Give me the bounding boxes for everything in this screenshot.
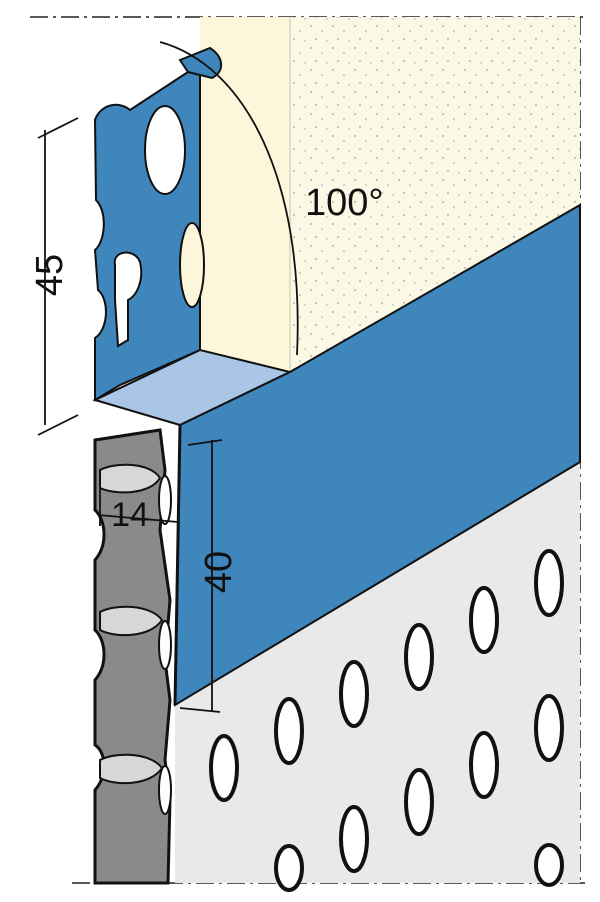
mesh-slot <box>158 620 172 670</box>
mesh-side-slots <box>158 475 172 815</box>
dimension-lines <box>37 41 299 713</box>
dim-14-line <box>97 514 179 523</box>
board-holes <box>209 549 564 892</box>
front-face-edge <box>173 424 182 706</box>
board-hole <box>339 660 369 728</box>
board-hole <box>209 734 239 802</box>
board-hole <box>404 623 434 691</box>
back-plate-hole <box>179 222 205 308</box>
top-lip <box>178 46 223 80</box>
plaster-wall <box>200 17 580 372</box>
perforated-board <box>175 462 580 892</box>
dim-40-tick-bottom <box>179 707 221 713</box>
profile-back-plate <box>93 46 223 402</box>
board-hole <box>469 586 499 654</box>
board-hole <box>274 697 304 765</box>
dim-45-tick-bottom <box>37 414 79 436</box>
board-hole <box>534 694 564 762</box>
mesh-cutout <box>99 605 164 637</box>
mesh-strip <box>93 428 172 885</box>
plaster-speckle <box>290 17 580 372</box>
board-hole <box>339 805 369 873</box>
board-hole <box>534 843 564 887</box>
back-plate-hole <box>144 105 186 195</box>
dim-40-label: 40 <box>198 551 240 593</box>
dim-45-label: 45 <box>29 254 71 296</box>
back-plate-keyhole <box>113 251 143 348</box>
board-hole <box>469 731 499 799</box>
board-hole <box>534 549 564 617</box>
mesh-slot <box>158 765 172 815</box>
mesh-cutout <box>99 463 162 494</box>
angle-label: 100° <box>305 182 384 224</box>
board-hole <box>404 768 434 836</box>
board-hole <box>274 844 304 892</box>
dim-40-tick-top <box>187 439 223 446</box>
plaster-side-face <box>200 17 290 372</box>
dim-14-label: 14 <box>111 496 149 534</box>
mesh-slot <box>158 475 172 525</box>
angle-arc <box>159 41 299 356</box>
dim-45-tick-top <box>37 117 79 139</box>
mesh-cutouts <box>99 463 164 785</box>
